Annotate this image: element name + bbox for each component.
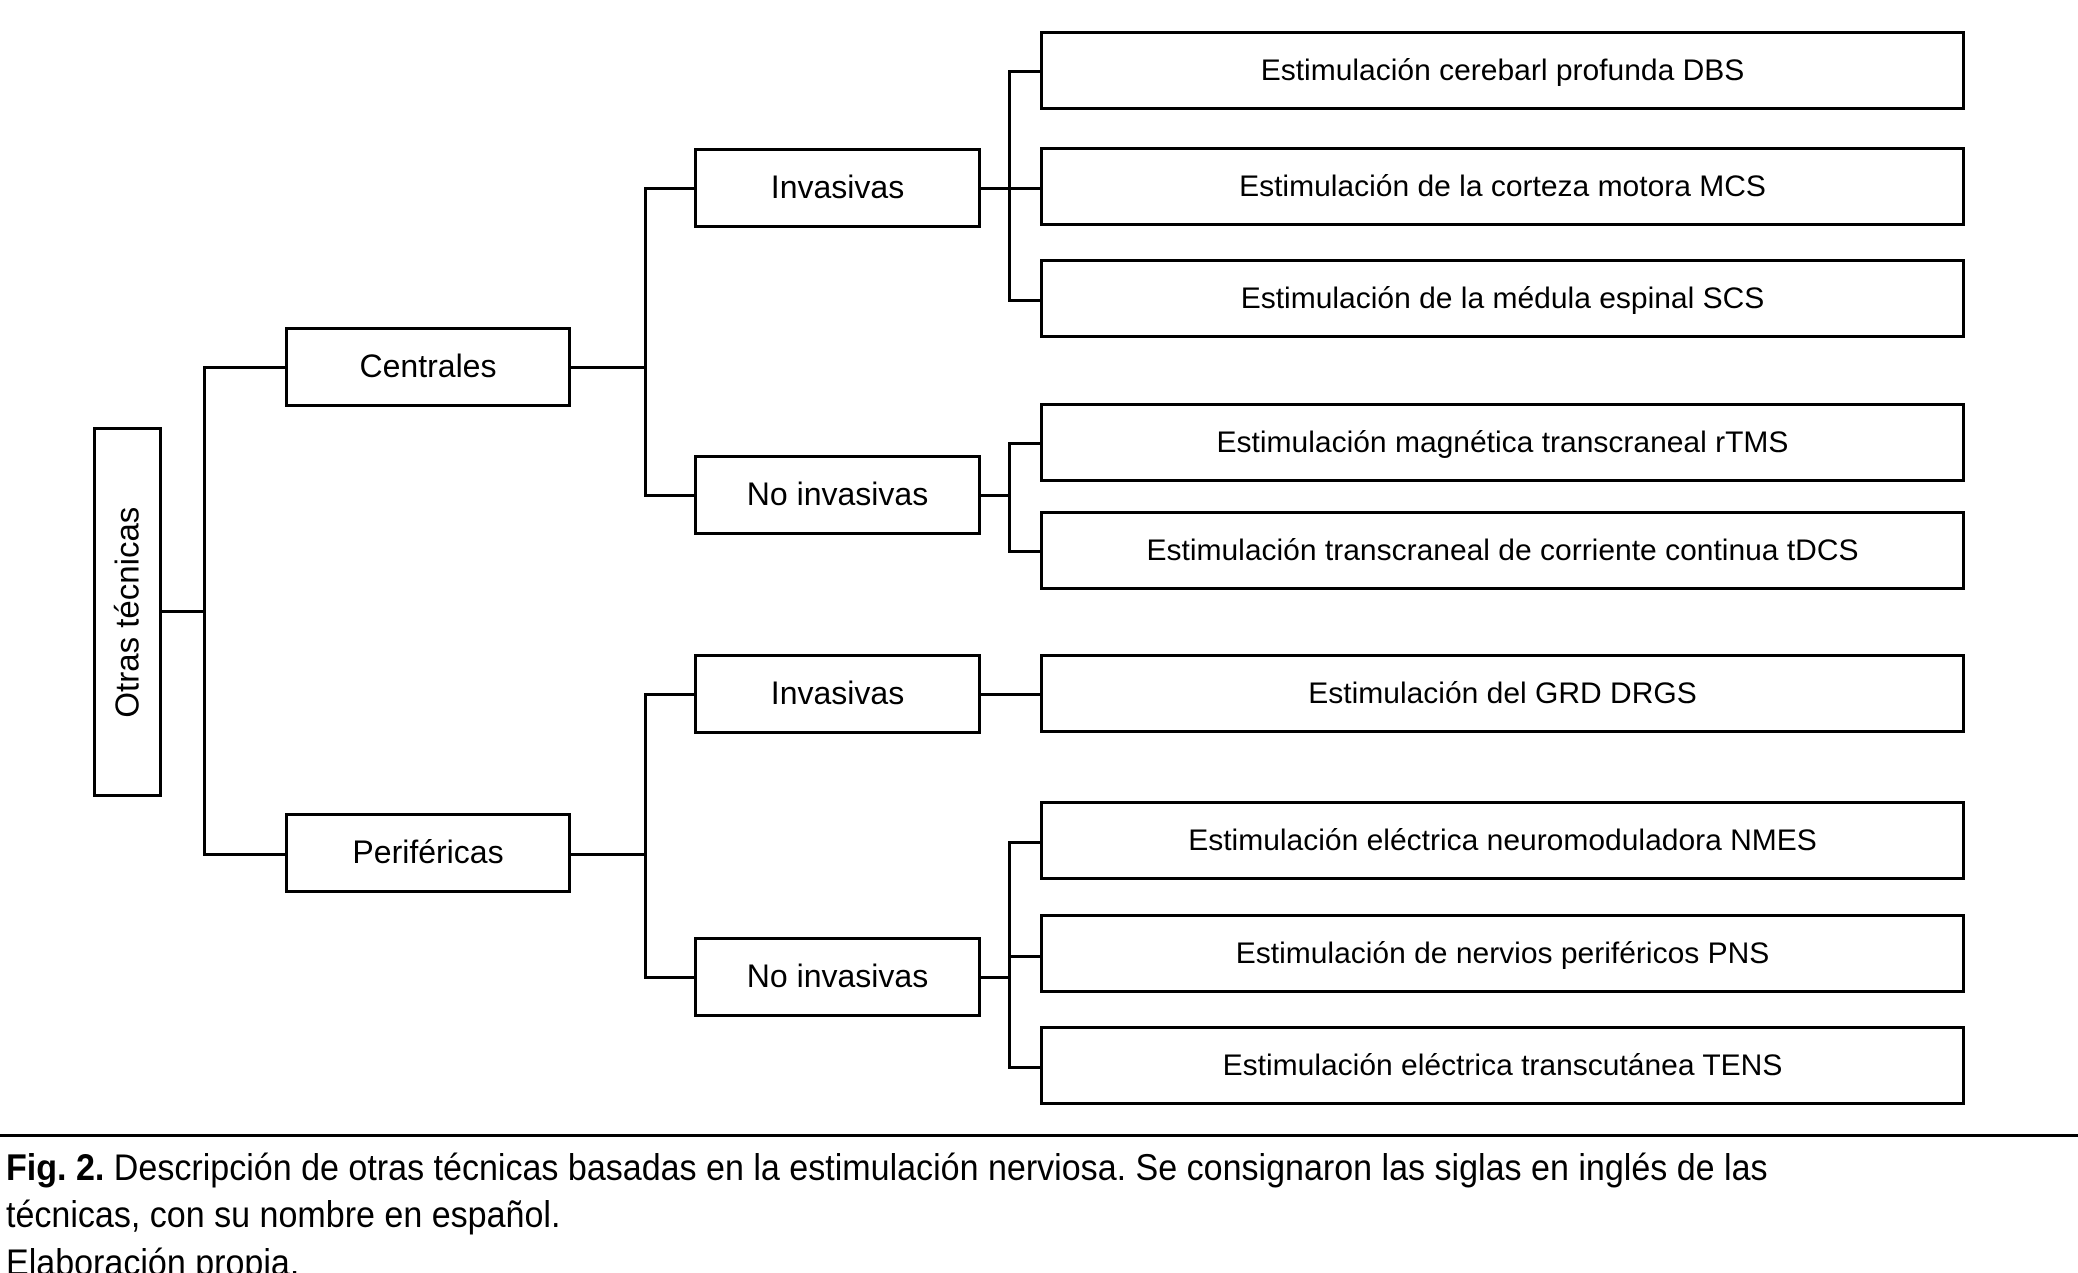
connector-root-to-perifericas xyxy=(203,853,287,856)
connector-perifericas-to-invasivas xyxy=(644,693,696,696)
node-leaf-dbs-label: Estimulación cerebarl profunda DBS xyxy=(1260,54,1745,87)
node-leaf-scs-label: Estimulación de la médula espinal SCS xyxy=(1240,282,1765,315)
node-leaf-tdcs: Estimulación transcraneal de corriente c… xyxy=(1040,511,1965,590)
node-leaf-rtms: Estimulación magnética transcraneal rTMS xyxy=(1040,403,1965,482)
connector-c-invasivas-leaf-3 xyxy=(1008,299,1043,302)
connector-perifericas-stub xyxy=(571,853,646,856)
node-leaf-drgs-label: Estimulación del GRD DRGS xyxy=(1308,677,1697,710)
node-centrales-invasivas: Invasivas xyxy=(694,148,981,228)
node-root-label: Otras técnicas xyxy=(108,506,146,718)
node-leaf-tens-label: Estimulación eléctrica transcutánea TENS xyxy=(1222,1049,1783,1082)
connector-p-no-invasivas-leaf-3 xyxy=(1008,1066,1043,1069)
connector-p-no-invasivas-leaf-1 xyxy=(1008,841,1043,844)
node-leaf-dbs: Estimulación cerebarl profunda DBS xyxy=(1040,31,1965,110)
connector-centrales-spine xyxy=(644,187,647,497)
connector-root-stub xyxy=(162,610,206,613)
figure-caption: Fig. 2. Descripción de otras técnicas ba… xyxy=(6,1144,1901,1273)
node-leaf-nmes: Estimulación eléctrica neuromoduladora N… xyxy=(1040,801,1965,880)
connector-c-invasivas-leaf-2 xyxy=(1008,187,1043,190)
node-centrales-no-invasivas-label: No invasivas xyxy=(746,476,929,513)
connector-c-invasivas-stub xyxy=(981,187,1011,190)
node-leaf-nmes-label: Estimulación eléctrica neuromoduladora N… xyxy=(1188,824,1817,857)
connector-perifericas-spine xyxy=(644,693,647,979)
node-perifericas-invasivas: Invasivas xyxy=(694,654,981,734)
connector-centrales-to-no-invasivas xyxy=(644,494,696,497)
node-leaf-tens: Estimulación eléctrica transcutánea TENS xyxy=(1040,1026,1965,1105)
node-centrales: Centrales xyxy=(285,327,571,407)
caption-figure-label: Fig. 2. xyxy=(6,1147,105,1188)
connector-p-no-invasivas-stub xyxy=(981,976,1011,979)
connector-c-no-invasivas-stub xyxy=(981,494,1011,497)
node-perifericas-invasivas-label: Invasivas xyxy=(770,675,905,712)
node-perifericas-no-invasivas-label: No invasivas xyxy=(746,958,929,995)
caption-divider xyxy=(0,1134,2078,1137)
tree-diagram: Otras técnicas Centrales Invasivas Estim… xyxy=(93,31,1965,1105)
connector-p-no-invasivas-leaf-2 xyxy=(1008,955,1043,958)
connector-c-invasivas-leaf-1 xyxy=(1008,70,1043,73)
connector-root-spine xyxy=(203,366,206,856)
node-leaf-pns: Estimulación de nervios periféricos PNS xyxy=(1040,914,1965,993)
connector-p-invasivas-to-leaf xyxy=(981,693,1043,696)
node-leaf-drgs: Estimulación del GRD DRGS xyxy=(1040,654,1965,733)
connector-root-to-centrales xyxy=(203,366,287,369)
node-perifericas: Periféricas xyxy=(285,813,571,893)
node-leaf-pns-label: Estimulación de nervios periféricos PNS xyxy=(1235,937,1770,970)
caption-text: Descripción de otras técnicas basadas en… xyxy=(6,1147,1768,1273)
connector-c-invasivas-spine xyxy=(1008,70,1011,301)
node-leaf-tdcs-label: Estimulación transcraneal de corriente c… xyxy=(1146,534,1859,567)
node-centrales-no-invasivas: No invasivas xyxy=(694,455,981,535)
node-leaf-rtms-label: Estimulación magnética transcraneal rTMS xyxy=(1216,426,1789,459)
node-perifericas-label: Periféricas xyxy=(352,834,504,871)
connector-c-no-invasivas-spine xyxy=(1008,442,1011,552)
node-centrales-label: Centrales xyxy=(359,348,497,385)
connector-c-no-invasivas-leaf-2 xyxy=(1008,550,1043,553)
node-root-otras-tecnicas: Otras técnicas xyxy=(93,427,162,797)
connector-centrales-to-invasivas xyxy=(644,187,696,190)
node-centrales-invasivas-label: Invasivas xyxy=(770,169,905,206)
connector-p-no-invasivas-spine xyxy=(1008,841,1011,1068)
node-leaf-mcs-label: Estimulación de la corteza motora MCS xyxy=(1239,170,1766,203)
node-leaf-mcs: Estimulación de la corteza motora MCS xyxy=(1040,147,1965,226)
connector-perifericas-to-no-invasivas xyxy=(644,976,696,979)
node-perifericas-no-invasivas: No invasivas xyxy=(694,937,981,1017)
node-leaf-scs: Estimulación de la médula espinal SCS xyxy=(1040,259,1965,338)
connector-c-no-invasivas-leaf-1 xyxy=(1008,442,1043,445)
connector-centrales-stub xyxy=(571,366,646,369)
